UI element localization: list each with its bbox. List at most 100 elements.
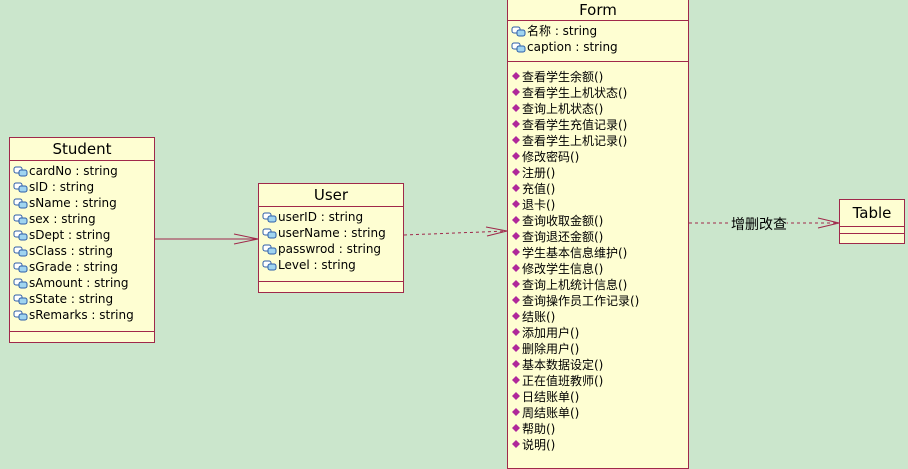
table-class[interactable]: Table	[839, 199, 905, 244]
operation-icon	[512, 120, 520, 128]
operation-row: 修改密码()	[511, 149, 686, 165]
attribute-text: cardNo : string	[29, 164, 118, 178]
attribute-icon	[13, 214, 28, 225]
student-class[interactable]: Student cardNo : string sID : string sNa…	[9, 137, 155, 343]
attribute-text: 名称 : string	[527, 24, 598, 38]
attribute-text: userName : string	[278, 226, 386, 240]
operation-icon	[512, 152, 520, 160]
attribute-icon	[13, 294, 28, 305]
operation-icon	[512, 200, 520, 208]
operation-text: 修改密码()	[522, 150, 580, 164]
operation-text: 正在值班教师()	[522, 374, 604, 388]
attribute-icon	[13, 246, 28, 257]
form-attributes: 名称 : string caption : string	[508, 21, 688, 62]
attribute-icon	[262, 228, 277, 239]
attribute-row: Level : string	[262, 257, 401, 273]
attribute-icon	[511, 26, 526, 37]
operation-row: 周结账单()	[511, 405, 686, 421]
user-operations	[259, 282, 403, 286]
operation-row: 查询收取金额()	[511, 213, 686, 229]
operation-row: 查看学生余额()	[511, 69, 686, 85]
operation-text: 查询上机状态()	[522, 102, 604, 116]
attribute-row: sID : string	[13, 179, 152, 195]
operation-row: 帮助()	[511, 421, 686, 437]
student-attributes: cardNo : string sID : string sName : str…	[10, 161, 154, 332]
attribute-icon	[262, 260, 277, 271]
operation-text: 学生基本信息维护()	[522, 246, 628, 260]
operation-icon	[512, 280, 520, 288]
operation-icon	[512, 168, 520, 176]
operation-text: 基本数据设定()	[522, 358, 604, 372]
operation-text: 添加用户()	[522, 326, 580, 340]
operation-icon	[512, 72, 520, 80]
attribute-row: passwrod : string	[262, 241, 401, 257]
operation-text: 查看学生充值记录()	[522, 118, 628, 132]
attribute-text: sName : string	[29, 196, 117, 210]
attribute-row: userID : string	[262, 209, 401, 225]
operation-icon	[512, 232, 520, 240]
operation-text: 修改学生信息()	[522, 262, 604, 276]
attribute-text: Level : string	[278, 258, 356, 272]
operation-row: 查看学生充值记录()	[511, 117, 686, 133]
attribute-icon	[13, 166, 28, 177]
operation-icon	[512, 312, 520, 320]
attribute-text: sClass : string	[29, 244, 113, 258]
operation-text: 查询上机统计信息()	[522, 278, 628, 292]
operation-row: 退卡()	[511, 197, 686, 213]
operation-text: 查看学生余额()	[522, 70, 604, 84]
attribute-row: caption : string	[511, 39, 686, 55]
form-operations: 查看学生余额() 查看学生上机状态() 查询上机状态() 查看学生充值记录() …	[508, 62, 688, 455]
attribute-row: 名称 : string	[511, 23, 686, 39]
operation-row: 注册()	[511, 165, 686, 181]
operation-text: 周结账单()	[522, 406, 580, 420]
user-class[interactable]: User userID : string userName : string p…	[258, 183, 404, 293]
operation-text: 查询收取金额()	[522, 214, 604, 228]
attribute-icon	[13, 230, 28, 241]
attribute-text: sex : string	[29, 212, 96, 226]
operation-icon	[512, 392, 520, 400]
form-class[interactable]: Form 名称 : string caption : string 查看学生余额…	[507, 0, 689, 469]
operation-icon	[512, 248, 520, 256]
attribute-row: sAmount : string	[13, 275, 152, 291]
form-class-name: Form	[508, 0, 688, 21]
operation-row: 基本数据设定()	[511, 357, 686, 373]
operation-icon	[512, 376, 520, 384]
attribute-icon	[13, 262, 28, 273]
operation-text: 结账()	[522, 310, 556, 324]
form-table-relation-label: 增删改查	[731, 214, 787, 234]
operation-icon	[512, 216, 520, 224]
operation-text: 查询退还金额()	[522, 230, 604, 244]
attribute-text: caption : string	[527, 40, 618, 54]
attribute-row: sRemarks : string	[13, 307, 152, 323]
attribute-row: sex : string	[13, 211, 152, 227]
attribute-text: passwrod : string	[278, 242, 382, 256]
student-class-name: Student	[10, 138, 154, 161]
attribute-icon	[511, 42, 526, 53]
operation-text: 删除用户()	[522, 342, 580, 356]
attribute-text: sDept : string	[29, 228, 111, 242]
operation-text: 查看学生上机记录()	[522, 134, 628, 148]
operation-text: 退卡()	[522, 198, 556, 212]
operation-row: 查看学生上机记录()	[511, 133, 686, 149]
attribute-text: sState : string	[29, 292, 114, 306]
operation-text: 查看学生上机状态()	[522, 86, 628, 100]
operation-icon	[512, 296, 520, 304]
attribute-icon	[13, 310, 28, 321]
operation-icon	[512, 88, 520, 96]
attribute-row: sClass : string	[13, 243, 152, 259]
operation-row: 添加用户()	[511, 325, 686, 341]
attribute-icon	[13, 182, 28, 193]
table-attributes	[840, 227, 904, 234]
operation-row: 查询退还金额()	[511, 229, 686, 245]
attribute-icon	[13, 198, 28, 209]
operation-icon	[512, 136, 520, 144]
operation-icon	[512, 440, 520, 448]
attribute-row: cardNo : string	[13, 163, 152, 179]
operation-text: 日结账单()	[522, 390, 580, 404]
operation-row: 删除用户()	[511, 341, 686, 357]
user-attributes: userID : string userName : string passwr…	[259, 207, 403, 282]
student-user-association	[155, 233, 259, 245]
operation-row: 查询上机统计信息()	[511, 277, 686, 293]
operation-icon	[512, 184, 520, 192]
operation-row: 说明()	[511, 437, 686, 453]
